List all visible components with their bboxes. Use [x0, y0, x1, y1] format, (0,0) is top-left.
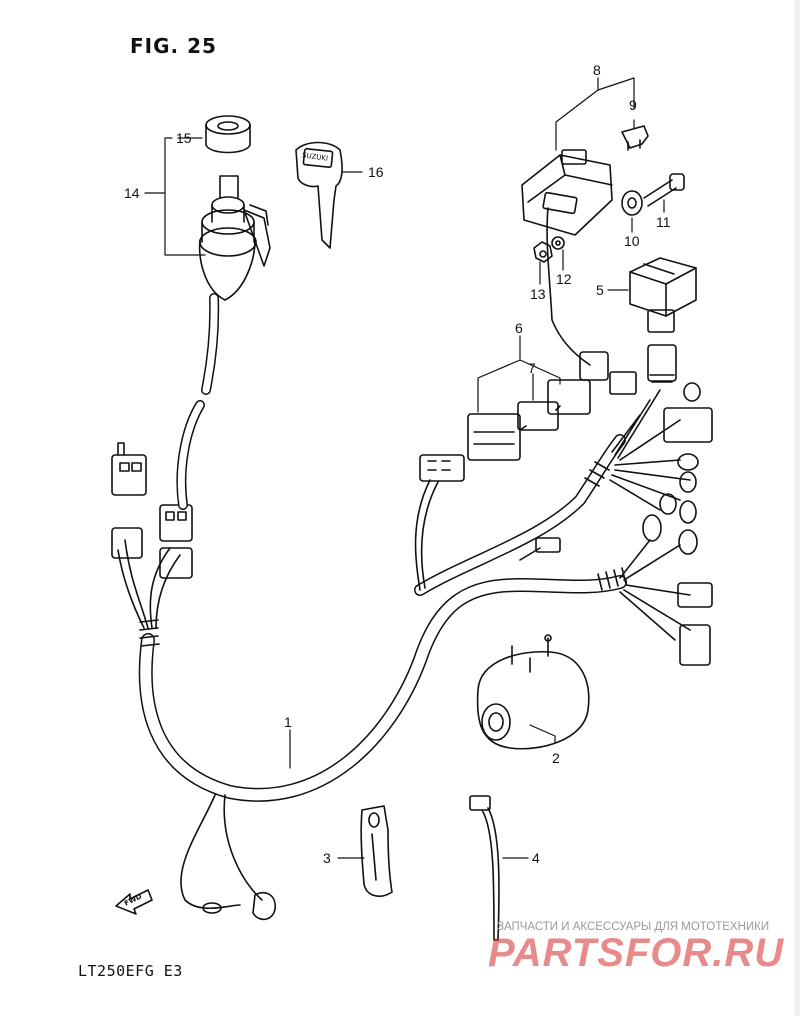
callout-10: 10	[624, 233, 640, 249]
watermark-tagline: ЗАПЧАСТИ И АКСЕССУАРЫ ДЛЯ МОТОТЕХНИКИ	[497, 921, 770, 933]
callout-16: 16	[368, 164, 384, 180]
callout-3: 3	[323, 850, 331, 866]
ignition-key	[295, 141, 343, 249]
starter-relay	[476, 634, 590, 750]
callout-6: 6	[515, 320, 523, 336]
callout-12: 12	[556, 271, 572, 287]
forward-arrow-icon	[115, 889, 153, 915]
nut-and-washer	[533, 236, 565, 263]
right-wire-branches	[609, 344, 713, 666]
callout-1: 1	[284, 714, 292, 730]
bolt-and-washer	[621, 173, 685, 216]
main-wiring-harness	[117, 434, 627, 921]
callout-2: 2	[552, 750, 560, 766]
electrical-unit	[521, 149, 613, 366]
cable-tie	[469, 795, 500, 941]
callout-14: 14	[124, 185, 140, 201]
ignition-switch-assembly	[198, 175, 271, 395]
connector-set	[419, 351, 637, 482]
model-code: LT250EFG E3	[78, 962, 183, 980]
relay	[629, 257, 697, 333]
callout-leaders	[144, 77, 665, 859]
fuse	[621, 125, 649, 151]
page-edge	[794, 0, 800, 1016]
callout-15: 15	[176, 130, 192, 146]
callout-7: 7	[528, 360, 536, 376]
callout-11: 11	[656, 214, 671, 230]
clamp	[360, 805, 393, 897]
callout-5: 5	[596, 282, 604, 298]
callout-4: 4	[532, 850, 540, 866]
callout-13: 13	[530, 286, 546, 302]
ignition-cap	[205, 115, 251, 154]
watermark-brand: PARTSFOR.RU	[488, 931, 785, 975]
left-connectors	[111, 400, 205, 579]
callout-9: 9	[629, 97, 637, 113]
figure-title: FIG. 25	[130, 34, 217, 58]
callout-8: 8	[593, 62, 601, 78]
